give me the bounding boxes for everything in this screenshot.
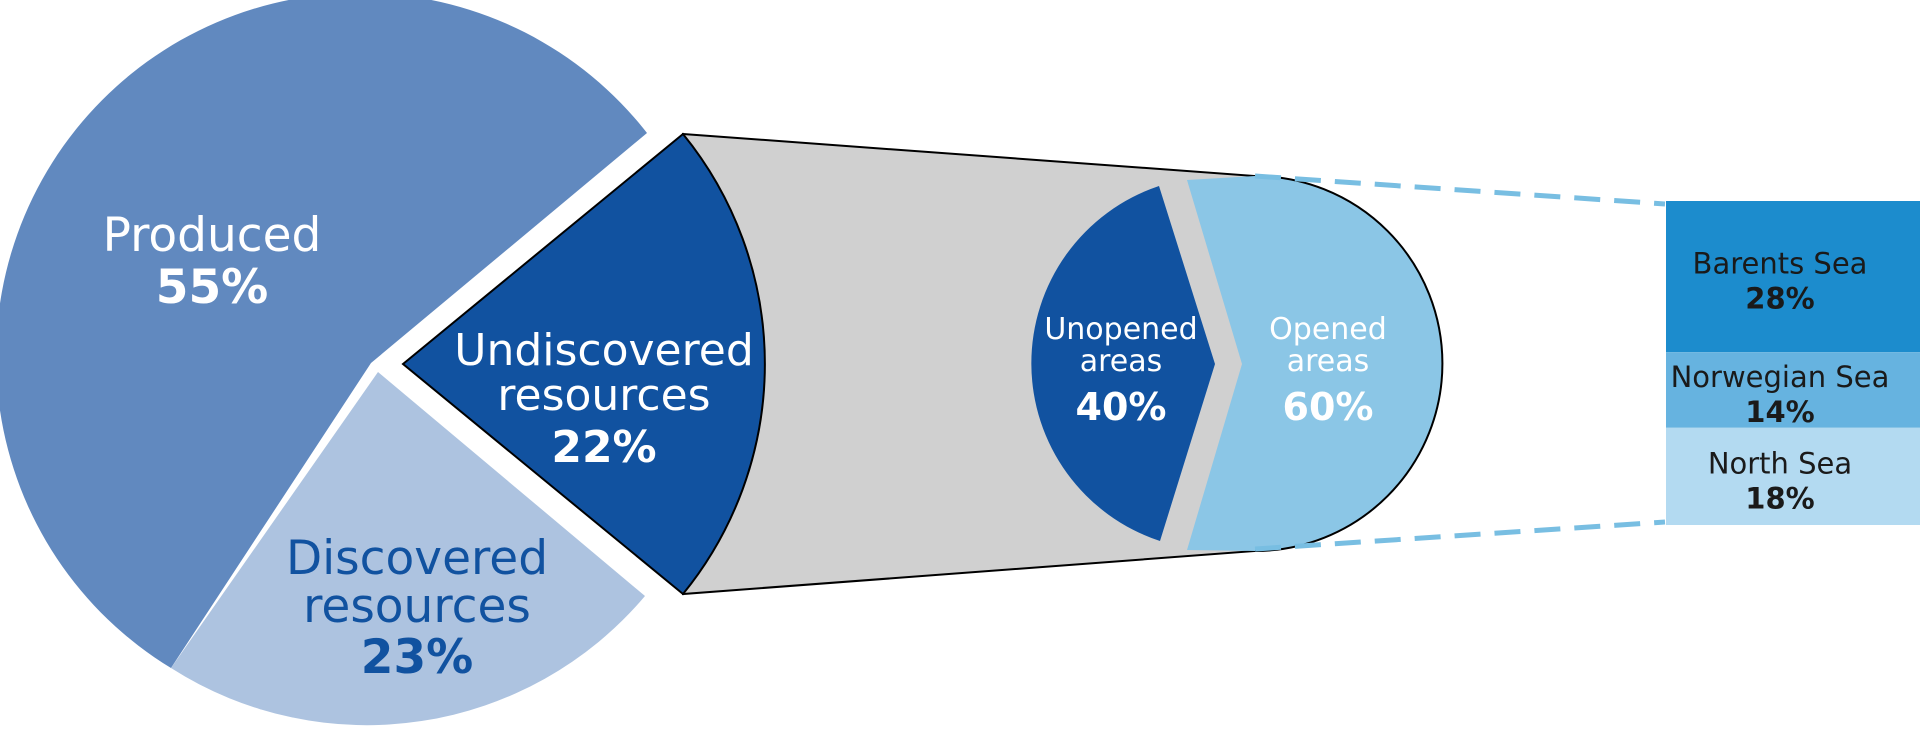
sub-pie-outline bbox=[1254, 175, 1444, 552]
region-bar-barents-sea bbox=[1666, 201, 1920, 353]
pie-slice-undiscovered bbox=[401, 132, 766, 596]
region-value-north-sea: 18% bbox=[1745, 481, 1814, 515]
region-bar-north-sea bbox=[1666, 427, 1920, 525]
pie-slice-produced bbox=[0, 0, 647, 668]
label-unopened-line1: Unopened bbox=[1044, 312, 1197, 347]
connector-dash-bottom bbox=[1254, 519, 1666, 552]
label-produced-name: Produced bbox=[103, 208, 322, 263]
connector-dash-top bbox=[1254, 173, 1666, 207]
label-undiscovered-line1: Undiscovered bbox=[454, 325, 754, 376]
label-undiscovered-line2: resources bbox=[497, 370, 710, 421]
sub-slice-opened bbox=[1187, 176, 1443, 551]
label-undiscovered-value: 22% bbox=[551, 422, 656, 473]
region-label-north-sea: North Sea bbox=[1708, 446, 1852, 480]
main-pie bbox=[0, 0, 647, 726]
label-produced-value: 55% bbox=[156, 260, 269, 315]
label-unopened-value: 40% bbox=[1076, 385, 1167, 429]
region-bar-norwegian-sea bbox=[1666, 352, 1920, 428]
label-opened-value: 60% bbox=[1283, 385, 1374, 429]
label-unopened-line2: areas bbox=[1080, 344, 1163, 379]
label-opened-line2: areas bbox=[1287, 344, 1370, 379]
region-value-barents-sea: 28% bbox=[1745, 282, 1814, 316]
region-label-barents-sea: Barents Sea bbox=[1693, 247, 1868, 281]
region-label-norwegian-sea: Norwegian Sea bbox=[1671, 360, 1890, 394]
sub-slice-unopened bbox=[1031, 186, 1215, 541]
label-discovered-line2: resources bbox=[303, 579, 531, 634]
region-value-norwegian-sea: 14% bbox=[1745, 395, 1814, 429]
label-discovered-line1: Discovered bbox=[286, 531, 548, 586]
sub-pie bbox=[1031, 175, 1444, 552]
pie-slice-discovered bbox=[171, 372, 645, 726]
label-opened-line1: Opened bbox=[1269, 312, 1387, 347]
label-discovered-value: 23% bbox=[361, 630, 474, 685]
